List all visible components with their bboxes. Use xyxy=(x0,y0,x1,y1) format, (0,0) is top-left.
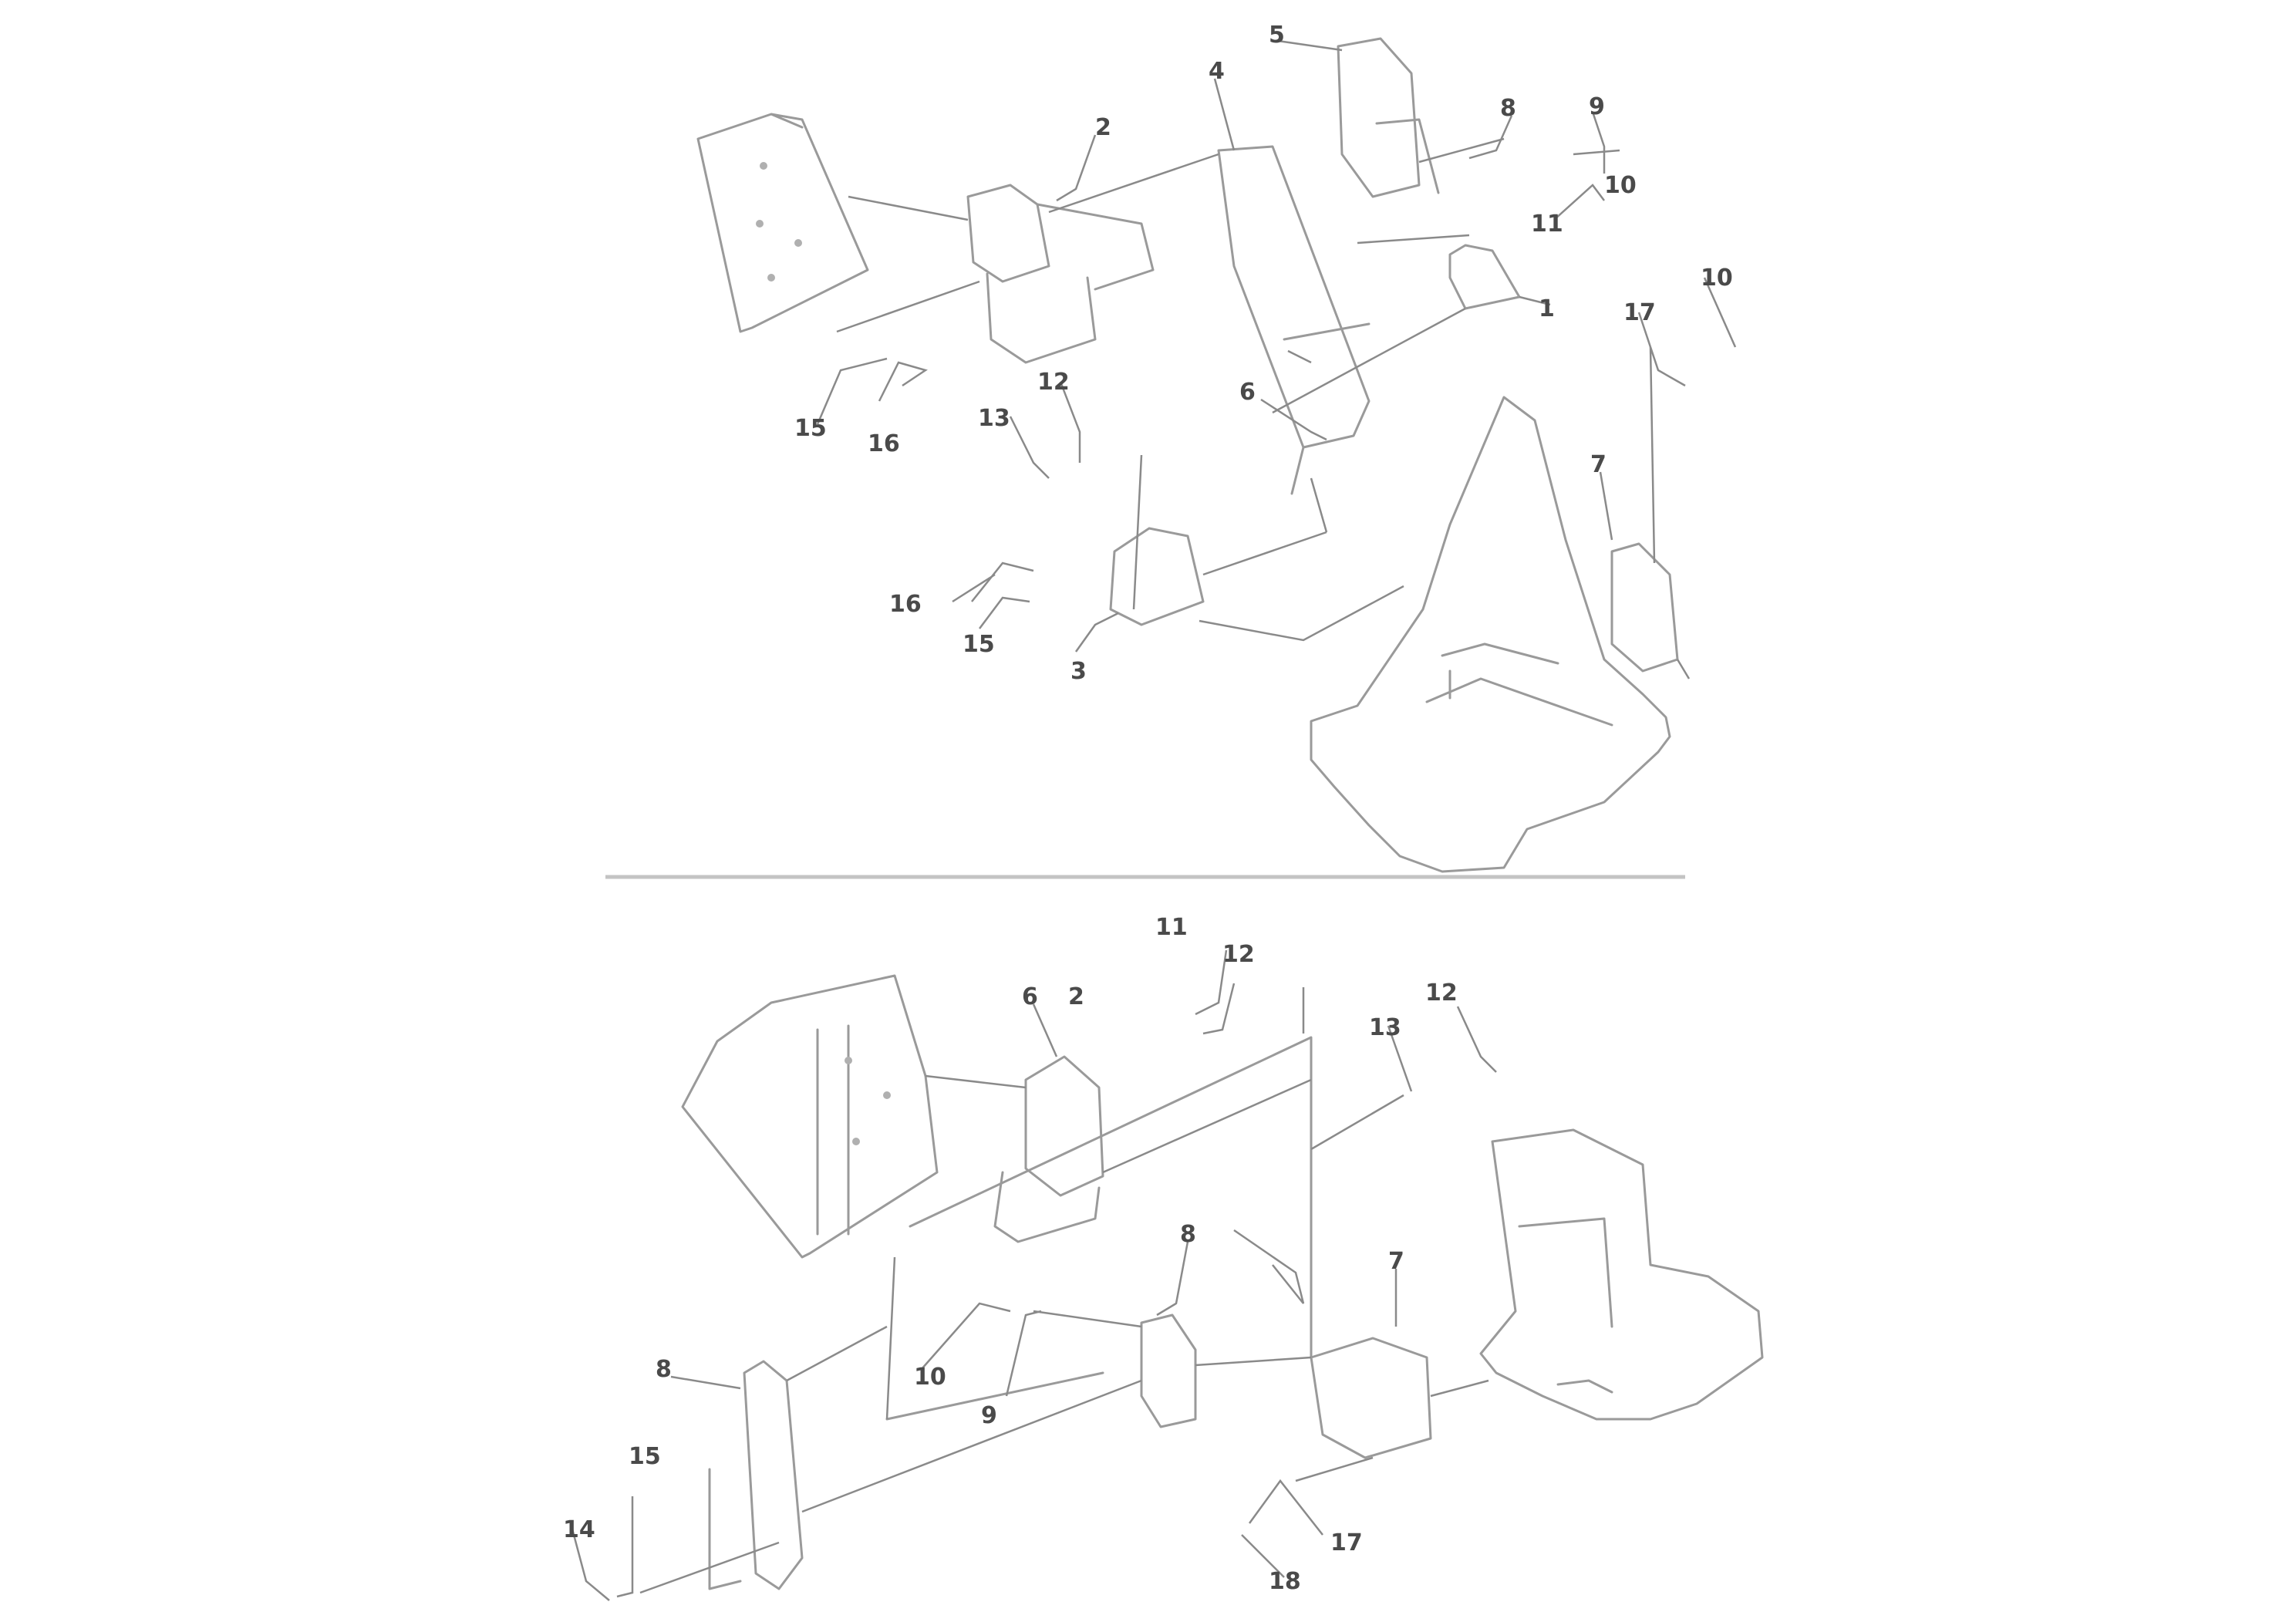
callout-labels: 2 2 3 4 5 6 6 7 7 8 8 1 8 9 10 11 10 17 … xyxy=(563,22,1733,1595)
callout-label: 13 xyxy=(1369,1014,1401,1041)
callout-label: 1 xyxy=(1539,295,1555,322)
callout-label: 2 xyxy=(1068,983,1084,1010)
callout-label: 11 xyxy=(1155,914,1188,941)
callout-label: 13 xyxy=(978,405,1010,432)
upper-seat-tub xyxy=(1310,396,1671,873)
callout-label: 17 xyxy=(1623,299,1656,326)
callout-label: 16 xyxy=(868,430,900,457)
callout-label: 12 xyxy=(1222,941,1255,968)
upper-top-bracket xyxy=(1337,37,1440,198)
upper-left-plate xyxy=(696,113,869,333)
callout-label: 6 xyxy=(1022,983,1038,1010)
upper-right-standoff xyxy=(1610,542,1679,673)
callout-label: 10 xyxy=(914,1364,946,1391)
callout-label: 12 xyxy=(1037,369,1070,396)
callout-label: 8 xyxy=(656,1356,672,1383)
callout-label: 2 xyxy=(1095,114,1111,141)
upper-lower-bracket xyxy=(1109,527,1205,626)
lower-right-block xyxy=(1310,1337,1432,1459)
callout-label: 8 xyxy=(1500,95,1516,122)
callout-label: 16 xyxy=(889,591,922,618)
callout-label: 14 xyxy=(563,1516,595,1543)
callout-label: 7 xyxy=(1590,451,1607,478)
callout-label: 5 xyxy=(1269,22,1285,49)
callout-label: 11 xyxy=(1531,211,1563,238)
lower-top-bracket xyxy=(993,1055,1104,1243)
callout-label: 6 xyxy=(1239,379,1256,406)
callout-label: 8 xyxy=(1180,1221,1196,1248)
upper-center-post xyxy=(1217,145,1371,495)
lower-long-bar xyxy=(885,1036,1313,1421)
callout-label: 15 xyxy=(629,1443,661,1470)
callout-label: 9 xyxy=(981,1402,997,1429)
callout-label: 3 xyxy=(1070,658,1087,685)
callout-label: 9 xyxy=(1589,93,1605,120)
upper-left-bracket xyxy=(966,184,1155,364)
lower-seat-assembly xyxy=(1479,1128,1764,1421)
callout-label: 10 xyxy=(1701,265,1733,292)
callout-label: 4 xyxy=(1209,58,1225,85)
lower-assembly-view xyxy=(639,974,1764,1594)
callout-leaders xyxy=(569,39,1737,1601)
callout-label: 10 xyxy=(1604,172,1637,199)
callout-label: 12 xyxy=(1425,980,1458,1007)
callout-label: 7 xyxy=(1388,1248,1404,1275)
lower-left-plate xyxy=(681,974,939,1259)
upper-assembly-view xyxy=(696,37,1691,873)
callout-label: 15 xyxy=(794,415,827,442)
callout-label: 17 xyxy=(1330,1529,1363,1556)
upper-right-clip xyxy=(1448,244,1521,310)
lower-left-bracket xyxy=(708,1360,804,1590)
lower-middle-clip xyxy=(1140,1313,1197,1428)
callout-label: 18 xyxy=(1269,1568,1301,1595)
callout-label: 15 xyxy=(963,631,995,658)
